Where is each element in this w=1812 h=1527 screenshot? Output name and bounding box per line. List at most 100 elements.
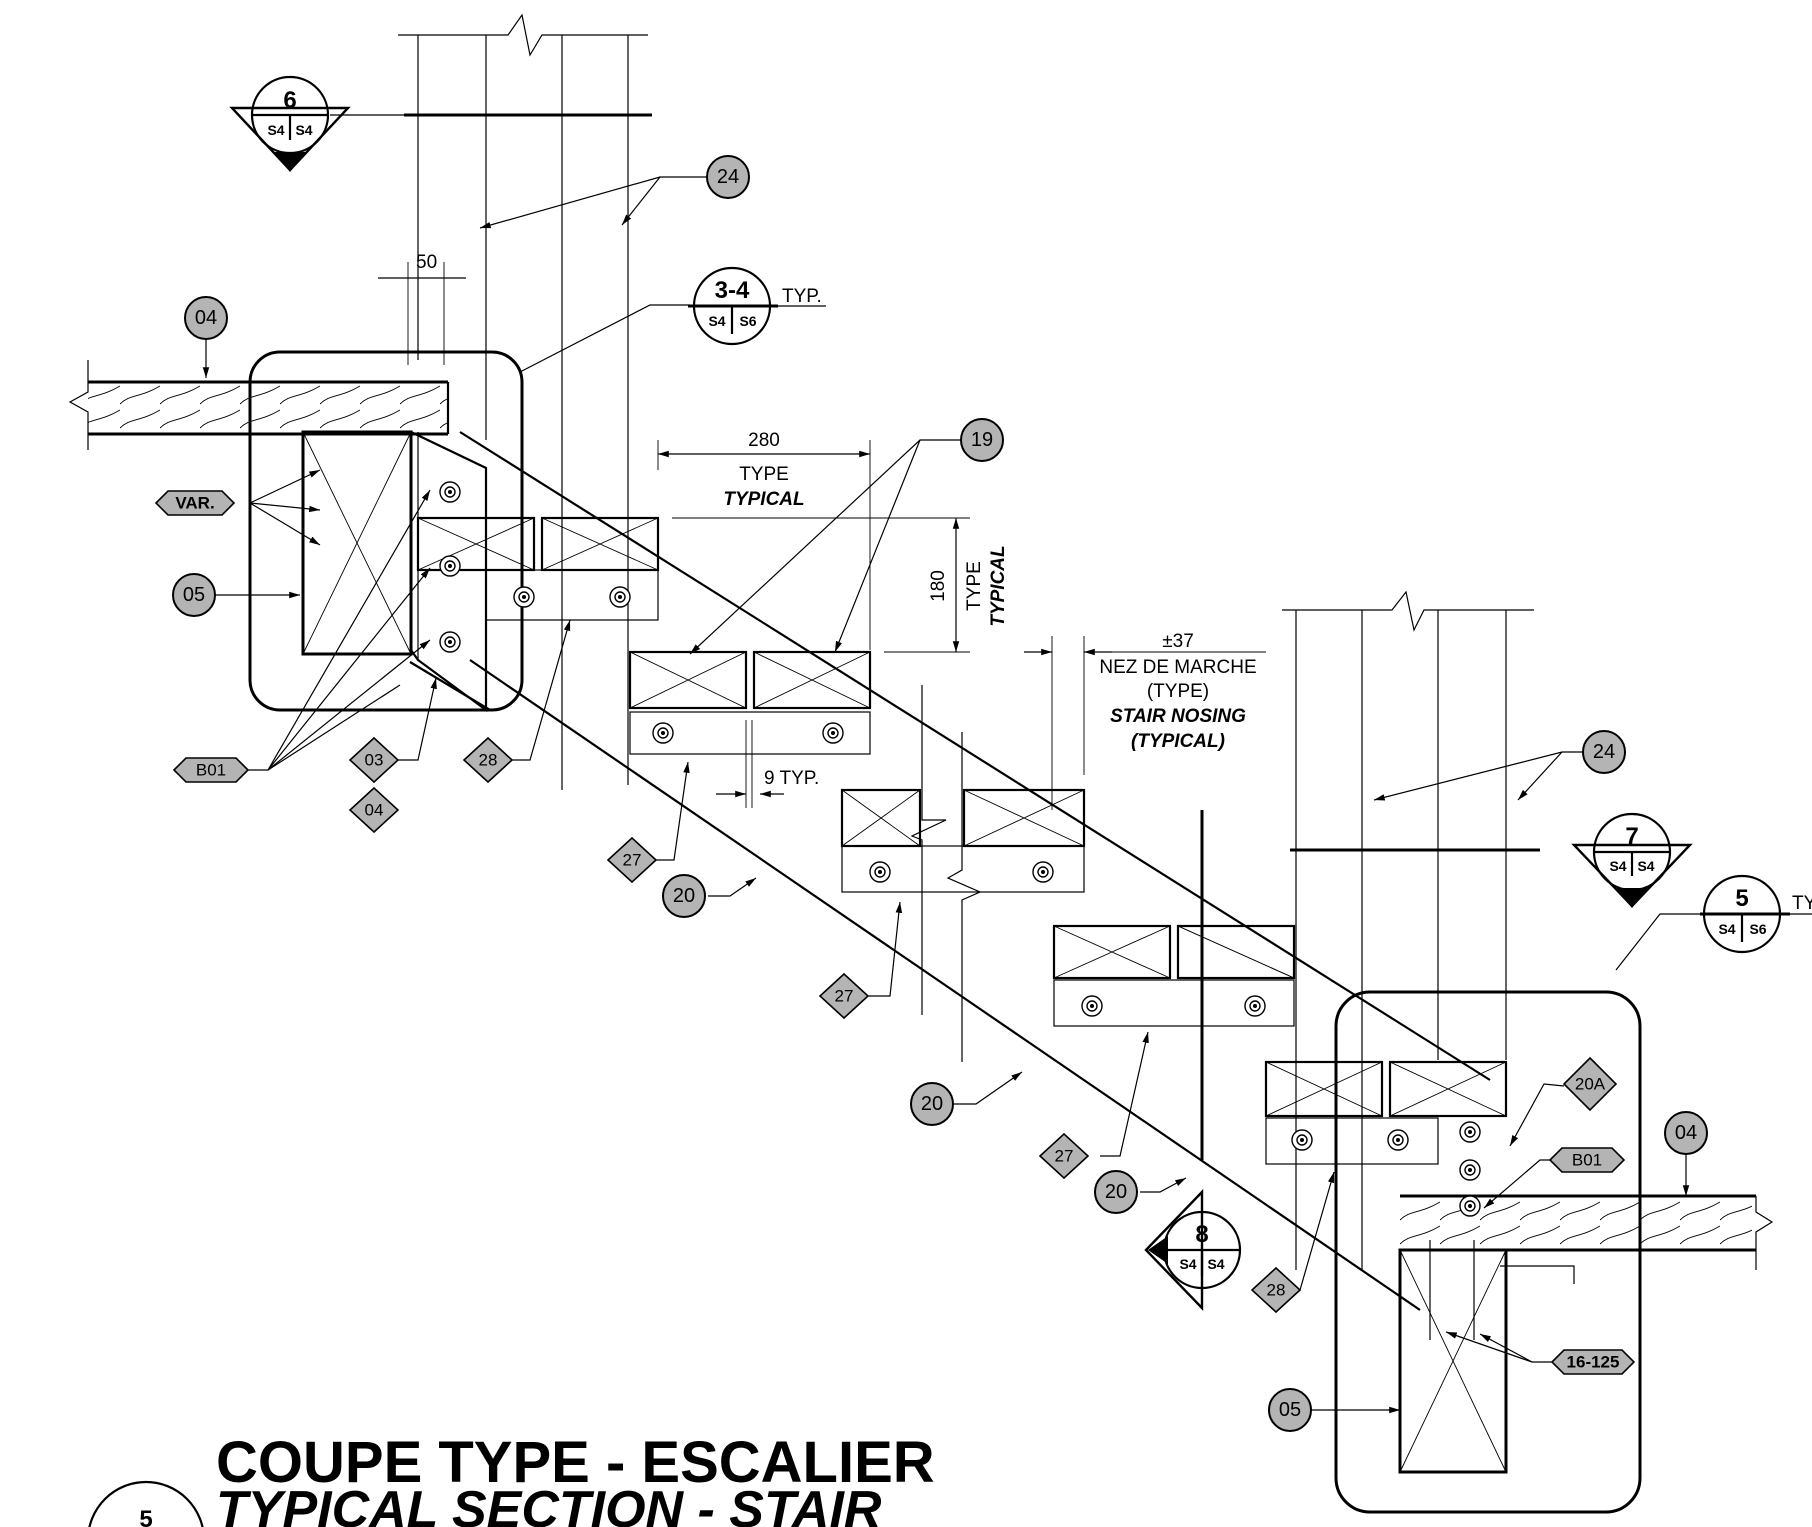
bolt: [1291, 1129, 1313, 1151]
marker-5-left: S4: [1718, 921, 1735, 937]
dim-280-label: 280: [748, 430, 780, 451]
nosing-fr-2: (TYPE): [1147, 681, 1209, 702]
svg-text:27: 27: [1055, 1147, 1074, 1166]
nosing-en-2: (TYPICAL): [1131, 731, 1225, 752]
tag-24-top: 24: [706, 155, 750, 199]
marker-7-num: 7: [1625, 823, 1638, 850]
nosing-fr-1: NEZ DE MARCHE: [1099, 657, 1256, 678]
tag-16-125: 16-125: [1550, 1349, 1636, 1375]
bolt: [822, 722, 844, 744]
bolt: [439, 481, 461, 503]
dim-50-label: 50: [416, 252, 437, 273]
tag-20-c: 20: [1094, 1170, 1138, 1214]
marker-7-right: S4: [1637, 858, 1654, 874]
stair-stringer: [409, 431, 1491, 1311]
detail-callout-6: [248, 350, 524, 712]
bolt: [513, 586, 535, 608]
svg-text:28: 28: [479, 751, 498, 770]
bottom-ledger-beam: [1398, 1240, 1508, 1474]
bolt: [869, 861, 891, 883]
tag-28-b: 28: [1250, 1266, 1302, 1314]
svg-text:04: 04: [195, 307, 217, 329]
bolt: [652, 722, 674, 744]
tag-05-right: 05: [1268, 1388, 1312, 1432]
section-marker-3-4: 3-4 S4 S6 TYP.: [519, 266, 826, 373]
section-marker-7: 7 S4 S4: [1571, 812, 1693, 908]
svg-text:05: 05: [1279, 1399, 1301, 1421]
detail-callout-7: [1334, 990, 1642, 1514]
bolt: [1032, 861, 1054, 883]
nosing-value: ±37: [1162, 631, 1194, 652]
tag-03: 03: [348, 736, 400, 784]
bolt: [609, 586, 631, 608]
bottom-floor-slab: [1400, 1194, 1774, 1270]
tag-28-a: 28: [462, 736, 514, 784]
tag-20-a: 20: [662, 874, 706, 918]
marker-3-4-suffix: TYP.: [782, 286, 822, 307]
svg-text:28: 28: [1267, 1281, 1286, 1300]
bolt: [1459, 1121, 1481, 1143]
svg-text:27: 27: [835, 987, 854, 1006]
marker-8-right: S4: [1207, 1256, 1224, 1272]
marker-7-left: S4: [1609, 858, 1626, 874]
dim-9-typ: 9 TYP.: [716, 720, 819, 808]
tag-20-b: 20: [910, 1082, 954, 1126]
bolt: [439, 631, 461, 653]
svg-text:B01: B01: [1572, 1151, 1602, 1170]
tag-b01-right: B01: [1548, 1147, 1626, 1173]
dim-280-typical: TYPICAL: [723, 489, 804, 510]
dim-50: 50: [378, 252, 466, 365]
tag-04-top: 04: [184, 296, 228, 340]
marker-3-4-num: 3-4: [715, 277, 750, 304]
svg-text:04: 04: [1675, 1122, 1697, 1144]
title-block: 5 COUPE TYPE - ESCALIER TYPICAL SECTION …: [88, 1430, 935, 1527]
bolt-group: [439, 481, 1481, 1217]
tag-20A: 20A: [1562, 1056, 1618, 1112]
svg-text:03: 03: [365, 751, 384, 770]
marker-5-num: 5: [1735, 885, 1748, 912]
tread-1: [416, 516, 660, 621]
tag-24-right: 24: [1582, 730, 1626, 774]
marker-3-4-right: S6: [739, 313, 756, 329]
tag-04-diamond: 04: [348, 786, 400, 834]
marker-8-left: S4: [1179, 1256, 1196, 1272]
tag-19: 19: [960, 418, 1004, 462]
tread-5: [1264, 1060, 1508, 1165]
svg-text:05: 05: [183, 584, 205, 606]
svg-text:16-125: 16-125: [1567, 1353, 1620, 1372]
tag-05-top: 05: [172, 573, 216, 617]
marker-6-left: S4: [267, 122, 284, 138]
break-lines: [910, 685, 1204, 1160]
tread-2: [628, 650, 872, 755]
marker-6-right: S4: [295, 122, 312, 138]
marker-5-suffix: TY: [1792, 893, 1812, 914]
title-fr: COUPE TYPE - ESCALIER: [216, 1430, 935, 1495]
tag-27-b: 27: [818, 972, 870, 1020]
tag-var: VAR.: [154, 490, 236, 516]
dim-180-typical: TYPICAL: [988, 545, 1009, 626]
dim-180-type: TYPE: [964, 561, 985, 611]
title-detail-number: 5: [139, 1506, 152, 1527]
dim-9-label: 9 TYP.: [764, 768, 819, 789]
svg-text:20A: 20A: [1575, 1075, 1606, 1094]
dim-nosing: ±37 NEZ DE MARCHE (TYPE) STAIR NOSING (T…: [1024, 631, 1266, 810]
svg-text:24: 24: [717, 166, 739, 188]
dim-280: 280 TYPE TYPICAL: [657, 430, 871, 650]
tread-4: [1052, 924, 1296, 1027]
bolt: [1081, 995, 1103, 1017]
nosing-en-1: STAIR NOSING: [1110, 706, 1246, 727]
svg-text:20: 20: [921, 1093, 943, 1115]
section-marker-6: 6 S4 S4: [229, 75, 404, 172]
marker-6-num: 6: [283, 87, 296, 114]
svg-text:B01: B01: [196, 761, 226, 780]
marker-8-num: 8: [1195, 1221, 1208, 1248]
marker-3-4-left: S4: [708, 313, 725, 329]
dim-280-type: TYPE: [739, 464, 789, 485]
top-floor-slab: [68, 360, 450, 450]
section-marker-8: 8 S4 S4: [1144, 1189, 1242, 1311]
tag-04-right: 04: [1664, 1111, 1708, 1155]
dim-180: 180 TYPE TYPICAL: [672, 517, 1009, 653]
svg-text:VAR.: VAR.: [175, 494, 214, 513]
bolt: [1244, 995, 1266, 1017]
